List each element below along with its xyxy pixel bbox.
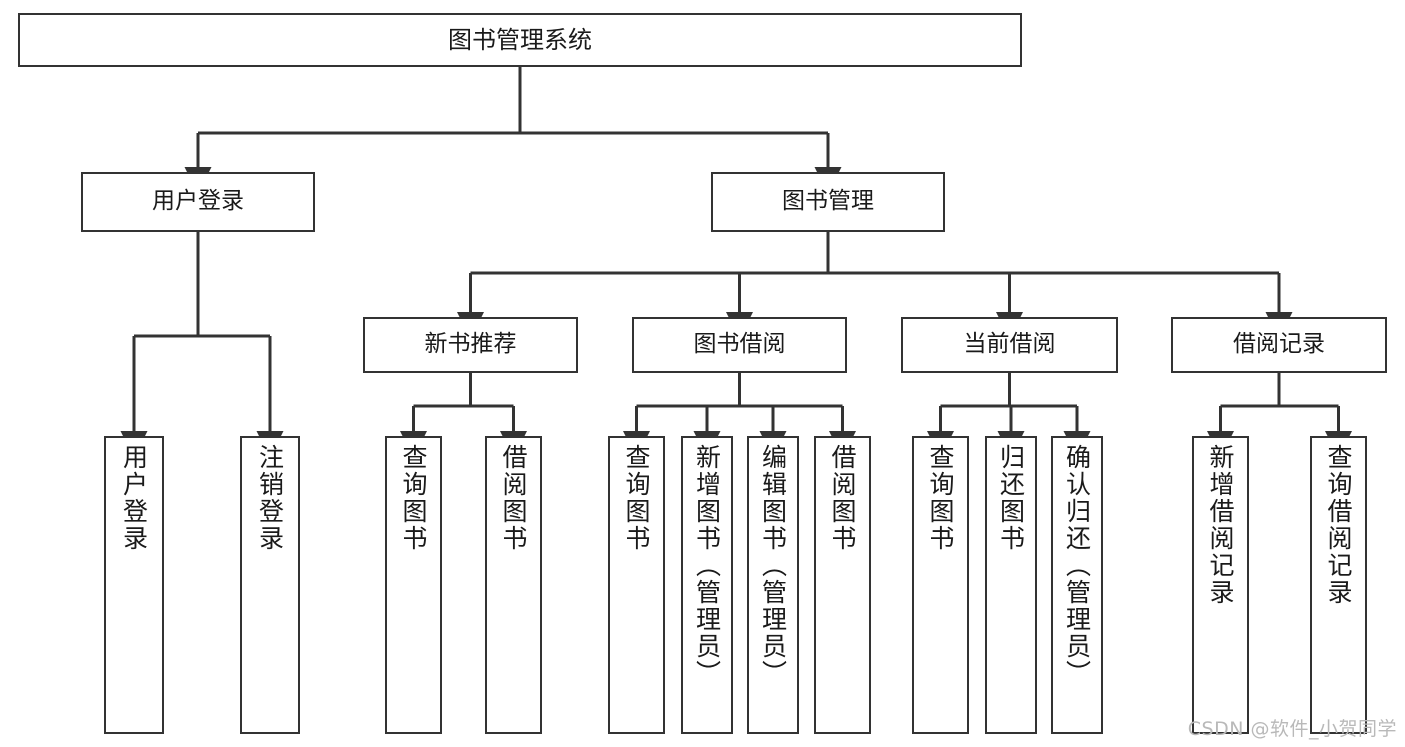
node-newbook: 新书推荐: [363, 317, 578, 373]
node-label: 借阅图书: [499, 444, 528, 552]
node-bookmgmt: 图书管理: [711, 172, 945, 232]
node-leaf-bor-1: 查询图书: [608, 436, 665, 734]
node-label: 图书管理系统: [448, 25, 592, 54]
node-leaf-rec-2: 查询借阅记录: [1310, 436, 1367, 734]
node-leaf-bor-2: 新增图书（管理员）: [681, 436, 733, 734]
node-leaf-login-1: 用户登录: [104, 436, 164, 734]
node-leaf-new-2: 借阅图书: [485, 436, 542, 734]
node-leaf-cur-2: 归还图书: [985, 436, 1037, 734]
node-label: 编辑图书（管理员）: [758, 444, 788, 687]
node-leaf-bor-3: 编辑图书（管理员）: [747, 436, 799, 734]
node-label: 新增图书（管理员）: [692, 444, 722, 687]
node-label: 归还图书: [996, 444, 1026, 552]
node-label: 查询借阅记录: [1324, 444, 1353, 606]
node-leaf-new-1: 查询图书: [385, 436, 442, 734]
node-leaf-cur-3: 确认归还（管理员）: [1051, 436, 1103, 734]
node-leaf-rec-1: 新增借阅记录: [1192, 436, 1249, 734]
node-records: 借阅记录: [1171, 317, 1387, 373]
node-label: 借阅记录: [1233, 331, 1325, 358]
node-login: 用户登录: [81, 172, 315, 232]
node-label: 图书管理: [782, 188, 874, 215]
node-leaf-login-2: 注销登录: [240, 436, 300, 734]
node-label: 注销登录: [255, 444, 285, 552]
node-leaf-bor-4: 借阅图书: [814, 436, 871, 734]
node-leaf-cur-1: 查询图书: [912, 436, 969, 734]
node-label: 当前借阅: [963, 331, 1056, 358]
node-label: 新增借阅记录: [1206, 444, 1235, 606]
node-label: 用户登录: [152, 188, 244, 215]
node-borrow: 图书借阅: [632, 317, 847, 373]
node-label: 查询图书: [622, 444, 651, 552]
node-label: 查询图书: [399, 444, 428, 552]
node-label: 图书借阅: [693, 331, 786, 358]
node-current: 当前借阅: [901, 317, 1118, 373]
node-root: 图书管理系统: [18, 13, 1022, 67]
node-label: 查询图书: [926, 444, 955, 552]
node-label: 用户登录: [119, 444, 149, 552]
node-label: 借阅图书: [828, 444, 857, 552]
node-label: 确认归还（管理员）: [1062, 444, 1092, 687]
node-label: 新书推荐: [424, 331, 517, 358]
